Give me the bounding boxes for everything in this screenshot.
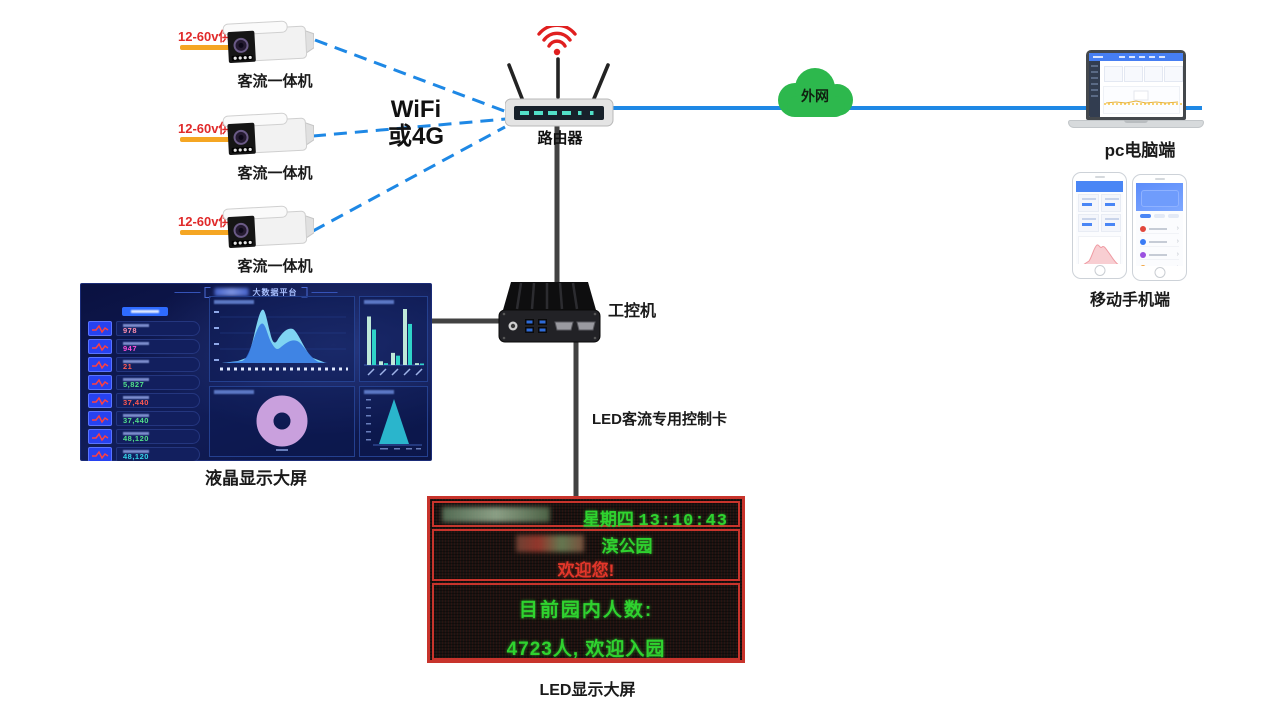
led-count-line1: 目前园内人数: (518, 600, 654, 621)
led-display: 星期四 13:10:43 滨公园 欢迎您! 目前园内人数: 4723人, 欢迎入… (427, 496, 745, 663)
stat-list-header (122, 307, 168, 316)
camera-unit-3: 12-60v供电 客流一体机 (175, 203, 325, 293)
camera-label: 客流一体机 (237, 73, 313, 90)
stat-row: 5,827 (88, 375, 202, 390)
led-weekday: 星期四 (582, 510, 634, 529)
camera-unit-2: 12-60v供电 客流一体机 (175, 110, 325, 200)
camera-icon (222, 20, 314, 63)
bar-chart-panel (359, 296, 428, 382)
pc-laptop: /* decorative cards get inner bars via C… (1068, 50, 1204, 138)
phone-1-chart (1078, 236, 1121, 264)
donut-chart (256, 395, 308, 451)
stat-row: 48,120 (88, 447, 202, 461)
wifi-link-2 (312, 117, 507, 138)
lcd-dashboard: 大数据平台 978 947 21 5,827 37, (80, 283, 432, 461)
triangle-chart-panel (359, 386, 428, 457)
pulse-icon (88, 393, 112, 408)
phone-1-screen (1076, 181, 1123, 264)
phone-2-screen: › › › › (1136, 183, 1183, 266)
donut-chart-panel (209, 386, 355, 457)
laptop-app-sidebar (1089, 61, 1100, 117)
stat-row: 978 (88, 321, 202, 336)
phone-1-home-button (1094, 265, 1105, 276)
laptop-app-chart (1103, 86, 1183, 114)
camera-icon (222, 112, 314, 155)
list-item: › (1140, 250, 1179, 260)
mobile-label: 移动手机端 (1089, 292, 1170, 309)
led-section-count: 目前园内人数: 4723人, 欢迎入园 (432, 583, 740, 660)
phone-2: › › › › (1132, 174, 1187, 281)
wifi-signal-icon (537, 26, 577, 56)
camera-label: 客流一体机 (237, 258, 313, 275)
wifi-link-3 (312, 125, 506, 233)
stat-row: 37,440 (88, 411, 202, 426)
router-label: 路由器 (537, 130, 583, 147)
led-welcome-text: 欢迎您! (557, 561, 615, 580)
mobile-phones: › › › › (1068, 170, 1190, 284)
stat-row: 947 (88, 339, 202, 354)
pulse-icon (88, 339, 112, 354)
stat-row: 37,440 (88, 393, 202, 408)
list-item: › (1140, 224, 1179, 234)
power-bar (180, 137, 248, 142)
list-item: › (1140, 237, 1179, 247)
industrial-pc-label: 工控机 (608, 303, 657, 320)
pulse-icon (88, 447, 112, 461)
laptop-screen: /* decorative cards get inner bars via C… (1086, 50, 1186, 120)
camera-icon (222, 205, 314, 248)
phone-1 (1072, 172, 1127, 279)
phone-2-home-button (1154, 267, 1165, 278)
stat-row: 21 (88, 357, 202, 372)
pulse-icon (88, 321, 112, 336)
led-section-datetime: 星期四 13:10:43 (432, 501, 740, 531)
pulse-icon (88, 429, 112, 444)
redacted-park-name (516, 535, 584, 552)
redacted-title-prefix (214, 288, 249, 296)
wifi-link-1 (314, 38, 508, 114)
lcd-dashboard-label: 液晶显示大屏 (205, 469, 307, 488)
router: 路由器 (505, 55, 615, 150)
dashboard-stat-list: 978 947 21 5,827 37,440 37,440 (88, 307, 202, 461)
led-park-name: 滨公园 (601, 537, 653, 556)
stat-row: 48,120 (88, 429, 202, 444)
led-control-card-label: LED客流专用控制卡 (592, 411, 728, 428)
phone-2-header (1136, 183, 1183, 211)
list-item: › (1140, 263, 1179, 266)
dashboard-title: 大数据平台 (174, 286, 338, 298)
camera-unit-1: 12-60v供电 客流一体机 (175, 18, 325, 108)
bar-chart (364, 309, 424, 376)
industrial-pc-icon (498, 282, 601, 343)
router-icon (505, 57, 614, 127)
power-bar (180, 230, 248, 235)
internet-cloud: 外网 (765, 62, 865, 120)
phone-1-header (1076, 181, 1123, 192)
redacted-date (442, 507, 550, 522)
wifi-or-4g-label: WiFi 或4G (387, 96, 444, 150)
power-bar (180, 45, 248, 50)
area-chart-panel (209, 296, 355, 382)
led-display-label: LED显示大屏 (539, 682, 636, 699)
led-section-welcome: 滨公园 欢迎您! (432, 529, 740, 581)
pulse-icon (88, 411, 112, 426)
led-time: 13:10:43 (638, 512, 728, 531)
area-chart (214, 309, 348, 371)
industrial-pc (497, 280, 602, 348)
cloud-icon (778, 68, 853, 117)
pc-label: pc电脑端 (1104, 141, 1176, 160)
triangle-chart (366, 399, 422, 450)
cloud-label: 外网 (801, 88, 829, 104)
laptop-app-topbar (1089, 53, 1183, 61)
led-count-line2: 4723人, 欢迎入园 (506, 639, 666, 660)
camera-label: 客流一体机 (237, 165, 313, 182)
pulse-icon (88, 357, 112, 372)
pulse-icon (88, 375, 112, 390)
